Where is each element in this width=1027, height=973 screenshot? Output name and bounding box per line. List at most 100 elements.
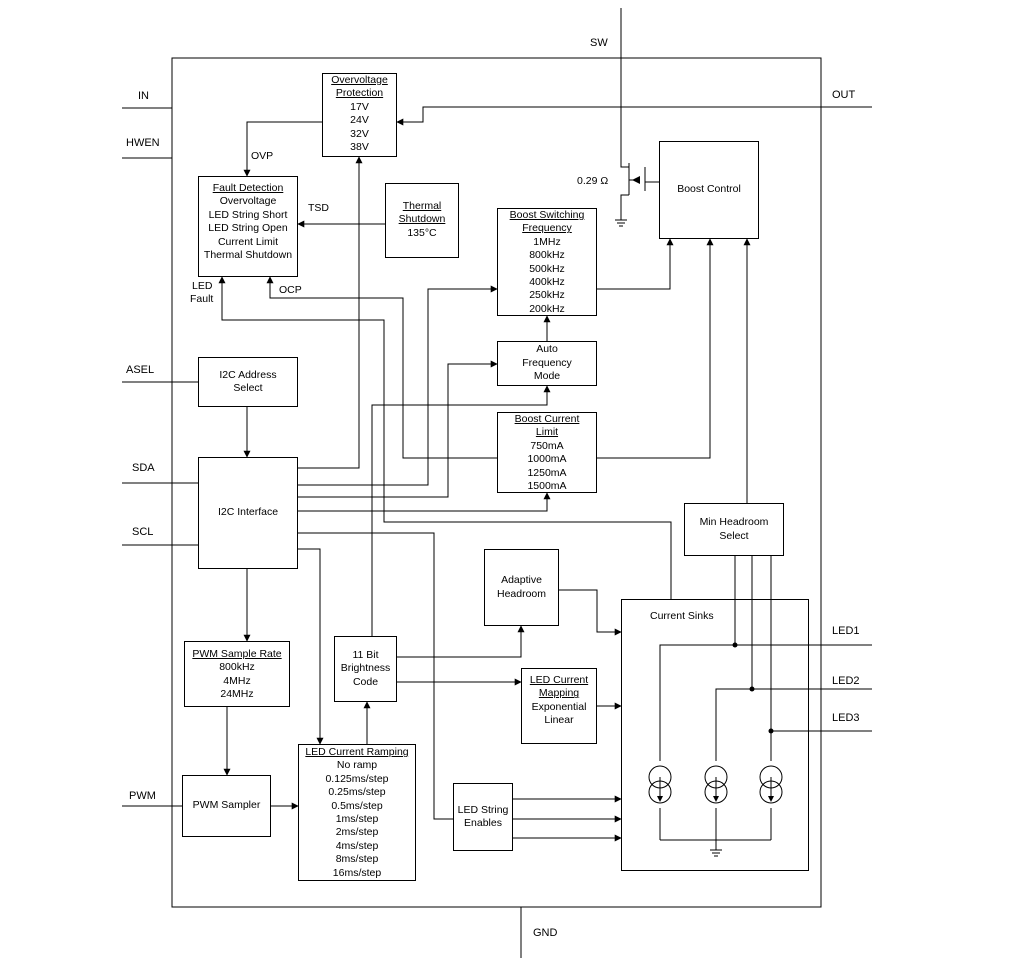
fault-items-0: Overvoltage — [219, 195, 277, 208]
i2c-interface-block: I2C Interface — [198, 457, 298, 569]
junction-led1 — [732, 642, 738, 648]
fault-items-4: Thermal Shutdown — [203, 249, 293, 262]
overvoltage-title-0: Overvoltage — [331, 74, 388, 86]
ovp-signal-label: OVP — [251, 150, 274, 162]
junction-led2 — [749, 686, 755, 692]
ovp-signal-wire — [243, 121, 322, 177]
fault-title-0: Fault Detection — [212, 182, 284, 194]
ramping-items-4: 1ms/step — [335, 813, 379, 826]
boost-freq-items-4: 250kHz — [529, 289, 565, 302]
scl-pin-label: SCL — [132, 526, 154, 538]
boost-freq-title-0: Boost Switching — [509, 209, 585, 221]
pwm-rate-items-1: 4MHz — [223, 674, 251, 687]
asel-pin-label: ASEL — [126, 364, 155, 376]
hwen-pin-label: HWEN — [126, 137, 160, 149]
out-to-ovp-wire — [396, 106, 872, 126]
led3-pin-label: LED3 — [832, 712, 860, 724]
led-fault-line1: LED — [192, 280, 213, 292]
overvoltage-items-3: 38V — [350, 141, 369, 154]
boost-freq-items-0: 1MHz — [533, 235, 561, 248]
thermal-title-0: Thermal — [402, 200, 442, 212]
i2c-to-limit-wire — [298, 492, 551, 512]
brightness-lines-2: Code — [352, 675, 379, 688]
brightness-to-auto-wire — [371, 385, 551, 636]
brightness-lines-0: 11 Bit — [352, 648, 379, 661]
led-map-items-1: Linear — [544, 714, 574, 727]
pwm-rate-items-2: 24MHz — [220, 688, 254, 701]
ramping-items-8: 16ms/step — [332, 866, 382, 879]
sw-pin-label: SW — [590, 37, 608, 49]
pwm-pin-label: PWM — [129, 790, 156, 802]
overvoltage-items-2: 32V — [350, 127, 369, 140]
string-en-lines-1: Enables — [464, 817, 502, 829]
boost-limit-items-1: 1000mA — [527, 453, 567, 466]
sda-pin-label: SDA — [132, 462, 155, 474]
ramping-items-2: 0.25ms/step — [328, 786, 386, 799]
thermal-title-1: Shutdown — [398, 213, 446, 226]
pwm-rate-items-0: 800kHz — [219, 661, 255, 674]
gnd-pin-label: GND — [533, 927, 558, 939]
ramping-title-0: LED Current Ramping — [305, 746, 409, 758]
led-fault-wire — [218, 276, 672, 599]
led1-pin-label: LED1 — [832, 625, 860, 637]
adaptive-to-sinks-wire — [559, 589, 622, 636]
pwm-sampler-lines-0: PWM Sampler — [192, 799, 261, 812]
boost-limit-title-0: Boost Current — [514, 413, 580, 425]
rdson-label: 0.29 Ω — [577, 175, 609, 187]
led1-string-wire — [659, 644, 872, 761]
auto-freq-lines-0: Auto — [536, 343, 558, 356]
overvoltage-items-1: 24V — [350, 114, 369, 127]
auto-freq-lines-2: Mode — [533, 370, 561, 383]
current-source-1 — [648, 765, 672, 804]
current-sinks-block: Current Sinks — [621, 599, 809, 871]
fault-items-3: Current Limit — [217, 235, 279, 248]
tsd-signal-label: TSD — [308, 202, 329, 214]
freq-to-boost-wire — [597, 238, 674, 290]
min-headroom-lines-0: Min Headroom — [699, 516, 769, 529]
current-source-3 — [759, 765, 783, 804]
current-sinks-lines-0: Current Sinks — [650, 610, 714, 622]
min-headroom-lines-1: Select — [719, 529, 749, 542]
fet-source-wire — [620, 194, 629, 220]
boost-control-lines-0: Boost Control — [677, 183, 741, 196]
out-pin-label: OUT — [832, 89, 856, 101]
ramping-items-5: 2ms/step — [335, 826, 379, 839]
fault-items-2: LED String Open — [208, 222, 288, 235]
boost-freq-items-1: 800kHz — [529, 249, 565, 262]
i2c-to-auto-wire — [298, 360, 498, 498]
boost-freq-items-3: 400kHz — [529, 276, 565, 289]
overvoltage-items-0: 17V — [350, 100, 369, 113]
boost-freq-title-1: Frequency — [522, 222, 572, 235]
led2-string-wire — [715, 688, 872, 761]
pwm-rate-title-0: PWM Sample Rate — [192, 648, 282, 660]
limit-to-boost-wire — [597, 238, 714, 459]
brightness-to-adaptive-wire — [397, 625, 525, 658]
led-map-title-0: LED Current — [529, 674, 589, 686]
adaptive-lines-1: Headroom — [496, 587, 547, 600]
led-map-items-0: Exponential — [531, 700, 587, 713]
i2c-addr-lines-0: I2C Address — [219, 368, 277, 381]
led-map-title-1: Mapping — [538, 687, 580, 700]
ramping-items-1: 0.125ms/step — [325, 772, 389, 785]
auto-freq-lines-1: Frequency — [522, 356, 572, 369]
boost-freq-items-5: 200kHz — [529, 302, 565, 315]
ramping-items-6: 4ms/step — [335, 839, 379, 852]
i2c-iface-lines-0: I2C Interface — [217, 506, 279, 519]
fault-items-1: LED String Short — [208, 208, 288, 221]
i2c-to-enables-wire — [298, 532, 453, 820]
overvoltage-title-1: Protection — [335, 87, 384, 100]
i2c-to-ramp-wire — [298, 548, 324, 745]
adaptive-lines-0: Adaptive — [501, 574, 542, 587]
boost-limit-items-0: 750mA — [530, 439, 564, 452]
